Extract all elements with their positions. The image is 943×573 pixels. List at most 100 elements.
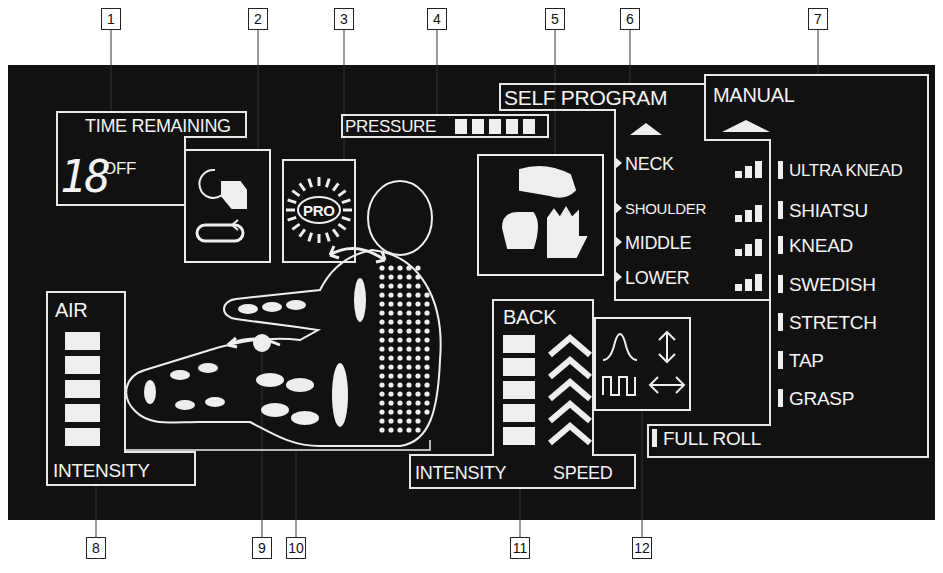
panel-label: TAP — [789, 351, 824, 370]
body-illustration — [415, 337, 420, 342]
body-illustration — [397, 328, 402, 333]
panel-label: GRASP — [789, 389, 854, 408]
body-illustration — [388, 427, 393, 432]
body-illustration — [388, 382, 393, 387]
program-markers — [615, 202, 622, 214]
hand-technique-box — [503, 213, 537, 248]
body-illustration — [406, 310, 411, 315]
callout-number: 11 — [510, 537, 530, 559]
body-illustration — [379, 355, 384, 360]
panel-label: SELF PROGRAM — [504, 87, 667, 108]
pro-sunburst — [318, 177, 321, 186]
panel-label: MANUAL — [713, 85, 795, 105]
body-illustration — [238, 304, 258, 314]
panel-label: PRESSURE — [345, 118, 436, 135]
panel-label: AIR — [55, 300, 87, 320]
body-illustration — [388, 400, 393, 405]
body-illustration — [406, 364, 411, 369]
body-illustration — [397, 418, 402, 423]
back-intensity-bars — [503, 404, 535, 422]
pressure-bars — [455, 119, 467, 134]
manual-markers — [778, 201, 783, 219]
program-markers — [615, 236, 622, 248]
body-illustration — [379, 391, 384, 396]
level-bars — [735, 171, 742, 178]
pro-sunburst — [333, 229, 338, 236]
body-illustration — [406, 265, 411, 270]
panel-label: ULTRA KNEAD — [789, 162, 903, 179]
callout-number: 4 — [427, 8, 447, 30]
display-group: MANUALULTRA KNEADSHIATSUKNEADSWEDISHSTRE… — [648, 75, 928, 457]
body-illustration — [424, 409, 429, 414]
body-illustration — [397, 292, 402, 297]
body-illustration — [388, 328, 393, 333]
pro-sunburst — [342, 217, 351, 220]
pressure-bars — [506, 119, 518, 134]
pro-sunburst — [318, 234, 321, 243]
body-illustration — [397, 283, 402, 288]
body-illustration — [254, 335, 270, 351]
body-illustration — [262, 302, 282, 312]
panel-label: INTENSITY — [415, 464, 506, 482]
body-illustration — [415, 391, 420, 396]
body-illustration — [406, 274, 411, 279]
hand-technique-box — [478, 155, 603, 275]
level-bars — [755, 205, 762, 222]
body-illustration — [406, 319, 411, 324]
air-intensity-bars — [65, 404, 100, 422]
panel-label: MIDDLE — [625, 234, 691, 252]
body-illustration — [406, 400, 411, 405]
speed-chevrons — [550, 404, 590, 421]
body-illustration — [286, 300, 306, 310]
body-illustration — [388, 265, 393, 270]
panel-label: LOWER — [625, 269, 690, 287]
body-illustration — [330, 246, 339, 258]
pro-sunburst — [326, 233, 329, 242]
level-bars — [755, 239, 762, 256]
body-illustration — [397, 427, 402, 432]
body-illustration — [205, 397, 225, 407]
body-illustration — [175, 400, 195, 410]
body-illustration — [379, 283, 384, 288]
body-illustration — [388, 355, 393, 360]
display-group: AIR INTENSITY — [47, 292, 195, 485]
group-outline — [342, 115, 548, 137]
body-illustration — [406, 355, 411, 360]
program-markers — [615, 157, 622, 169]
motion-symbol-box — [595, 318, 690, 410]
callout-number: 7 — [808, 8, 828, 30]
level-bars — [745, 210, 752, 222]
callout-number: 3 — [334, 8, 354, 30]
pro-sunburst — [309, 179, 312, 188]
level-bars — [745, 279, 752, 291]
program-markers — [630, 123, 662, 135]
level-bars — [745, 166, 752, 178]
body-illustration — [379, 265, 429, 432]
air-intensity-bars — [65, 428, 100, 446]
leader-lines — [96, 485, 97, 537]
body-illustration — [424, 364, 429, 369]
motion-symbol-box — [595, 318, 690, 410]
body-illustration — [406, 391, 411, 396]
body-illustration — [406, 337, 411, 342]
pressure-bars — [455, 119, 535, 134]
body-illustration — [379, 382, 384, 387]
panel-label: KNEAD — [789, 236, 853, 255]
body-illustration — [397, 301, 402, 306]
panel-label: STRETCH — [789, 313, 877, 332]
motion-symbol-box — [603, 334, 637, 360]
leader-lines — [111, 30, 112, 112]
leader-lines — [344, 30, 345, 160]
body-illustration — [379, 427, 384, 432]
body-illustration — [388, 337, 393, 342]
group-outline — [648, 75, 928, 457]
body-illustration — [388, 409, 393, 414]
mode-icon-box — [185, 150, 270, 262]
panel-label: INTENSITY — [53, 461, 150, 480]
panel-label: FULL ROLL — [663, 429, 761, 448]
body-illustration — [397, 319, 402, 324]
hand-technique-box — [548, 208, 586, 257]
body-illustration — [397, 364, 402, 369]
speed-chevrons — [550, 338, 590, 443]
body-illustration — [379, 274, 384, 279]
